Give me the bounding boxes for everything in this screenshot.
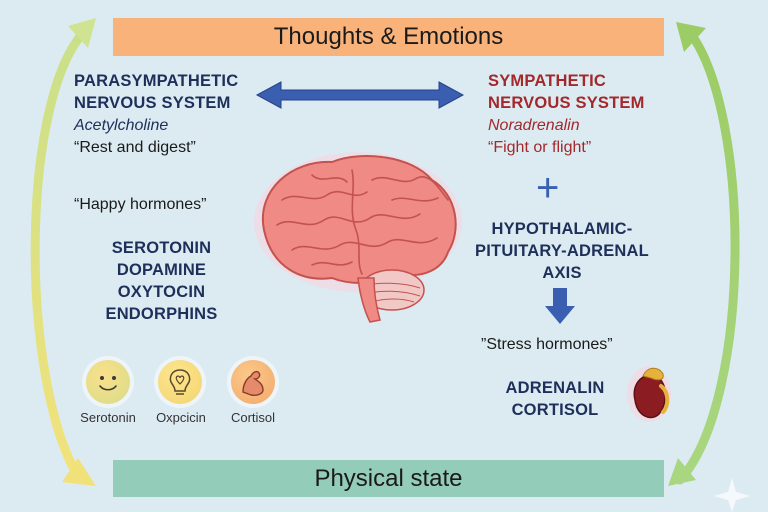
- hormone-oxytocin: OXYTOCIN: [117, 283, 206, 301]
- hpa-axis-label: HYPOTHALAMIC- PITUITARY-ADRENAL AXIS: [462, 218, 662, 284]
- lightbulb-heart-icon: [158, 360, 202, 404]
- rest-digest-label: “Rest and digest”: [74, 139, 196, 156]
- down-arrow-icon: [545, 288, 575, 324]
- sympathetic-title-2: NERVOUS SYSTEM: [488, 94, 645, 112]
- hormone-serotonin: SEROTONIN: [111, 239, 212, 257]
- hpa-line-2: PITUITARY-ADRENAL: [475, 242, 649, 260]
- parasympathetic-title-1: PARASYMPATHETIC: [74, 72, 239, 90]
- hormone-cortisol: CORTISOL: [511, 401, 599, 419]
- physical-state-banner: Physical state: [113, 460, 664, 497]
- happy-hormones-list: SEROTONIN DOPAMINE OXYTOCIN ENDORPHINS: [74, 237, 249, 325]
- hormone-adrenalin: ADRENALIN: [505, 379, 605, 397]
- stress-hormones-label: ”Stress hormones”: [481, 336, 613, 353]
- hormone-dopamine: DOPAMINE: [116, 261, 207, 279]
- smiley-face-icon: [86, 360, 130, 404]
- fight-flight-label: “Fight or flight”: [488, 139, 592, 156]
- acetylcholine-label: Acetylcholine: [74, 117, 169, 134]
- plus-icon: +: [536, 166, 560, 210]
- icon-label-oxpcicin: Oxpcicin: [156, 410, 206, 425]
- noradrenalin-label: Noradrenalin: [488, 117, 580, 134]
- adrenal-gland-icon: [627, 366, 671, 422]
- sympathetic-title-1: SYMPATHETIC: [488, 72, 607, 90]
- parasympathetic-title-2: NERVOUS SYSTEM: [74, 94, 231, 112]
- stress-hormones-list: ADRENALIN CORTISOL: [490, 377, 620, 421]
- happy-hormones-label: “Happy hormones”: [74, 196, 207, 213]
- brain-icon: [254, 152, 462, 323]
- thoughts-emotions-banner: Thoughts & Emotions: [113, 18, 664, 56]
- hpa-line-3: AXIS: [542, 264, 582, 282]
- hpa-line-1: HYPOTHALAMIC-: [491, 220, 633, 238]
- hormone-endorphins: ENDORPHINS: [105, 305, 218, 323]
- double-arrow-icon: [255, 81, 465, 109]
- icon-label-cortisol: Cortisol: [230, 410, 276, 425]
- flexed-arm-icon: [231, 360, 275, 404]
- icon-label-serotonin: Serotonin: [80, 410, 136, 425]
